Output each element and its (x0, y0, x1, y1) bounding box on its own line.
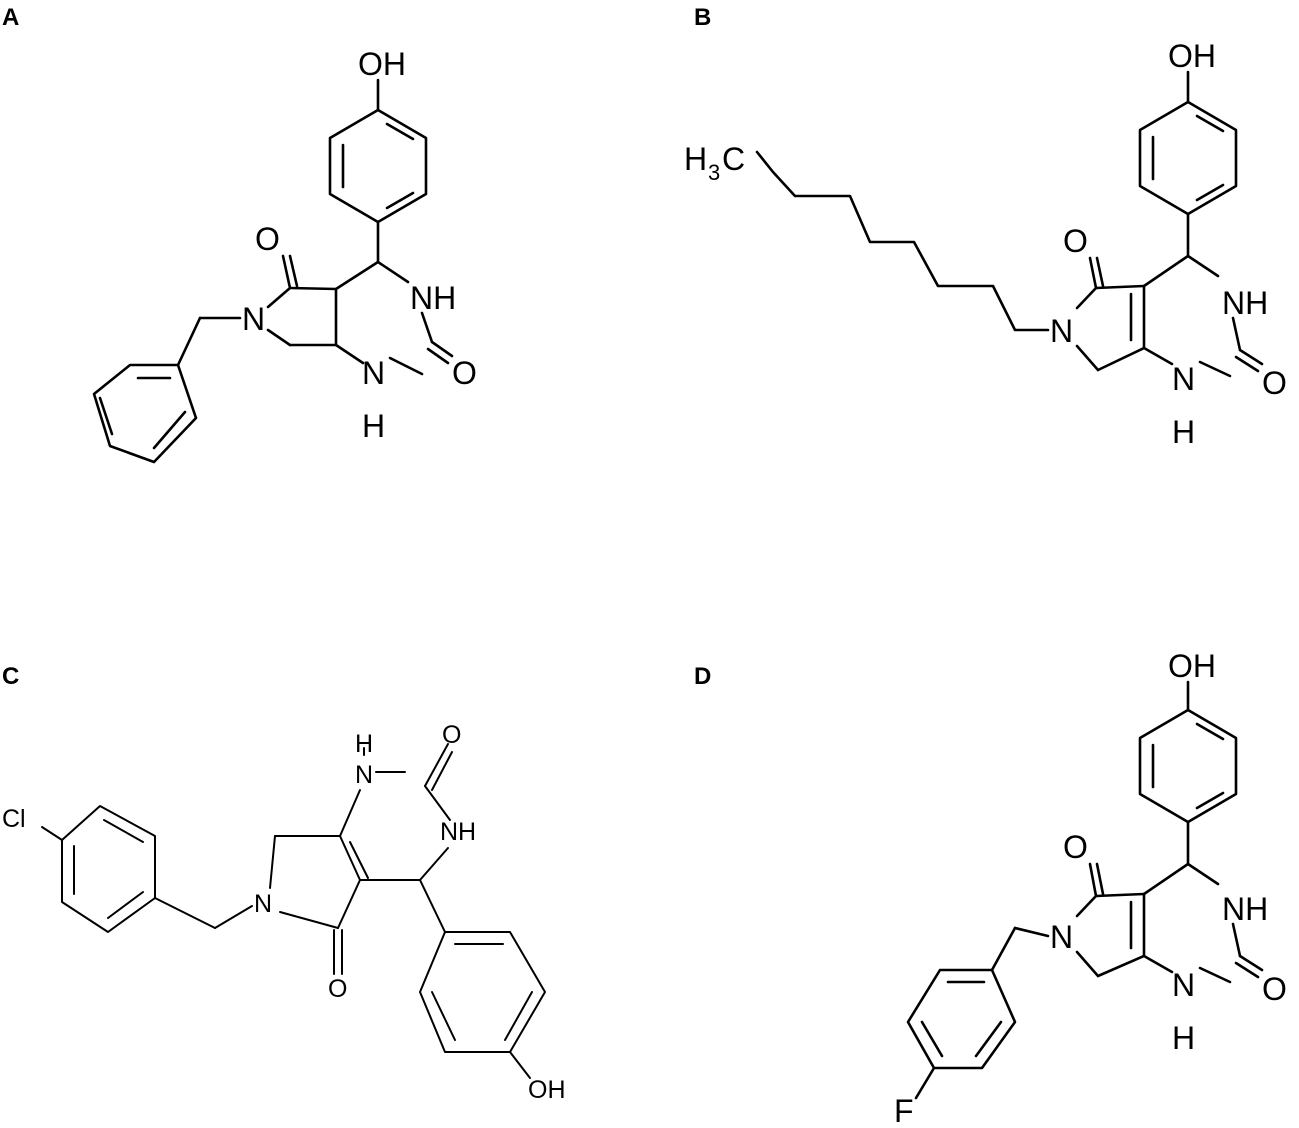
panel-c-bonds (41, 743, 546, 1079)
panel-a-lower-nitrogen: N (362, 355, 385, 391)
panel-b-alkyl-chain (755, 150, 1050, 332)
panel-b-ring-nitrogen: N (1050, 313, 1073, 349)
panel-c-nh: NH (440, 818, 476, 846)
panel-d-label: D (694, 663, 711, 690)
panel-d-fluoro: F (894, 1093, 914, 1128)
panel-b-urea-oxygen: O (1262, 365, 1287, 401)
panel-a-ring-nitrogen: N (242, 301, 265, 337)
panel-b-hydroxyl: OH (1168, 38, 1216, 74)
panel-a-ketone-oxygen: O (255, 221, 280, 257)
panel-a: A (2, 4, 477, 464)
panel-c-label: C (2, 663, 19, 690)
panel-d-hydroxyl: OH (1168, 648, 1216, 684)
panel-d-phenol-ring (1138, 708, 1238, 824)
panel-b-methyl-subscript: 3 (708, 160, 720, 185)
panel-a-hydroxyl: OH (358, 46, 406, 82)
panel-b-lower-nitrogen: N (1172, 361, 1195, 397)
panel-c-urea-oxygen: O (442, 721, 461, 749)
panel-a-lower-hydrogen: H (362, 408, 385, 444)
panel-d-ring-nitrogen: N (1050, 919, 1073, 955)
panel-b-methyl-c: C (722, 141, 745, 177)
panel-d-lower-nitrogen: N (1172, 967, 1195, 1003)
panel-b-bonds (755, 70, 1264, 378)
panel-b: B (684, 4, 1287, 450)
panel-b-label: B (694, 4, 711, 31)
panel-c-hydroxyl: OH (528, 1076, 566, 1104)
panel-c-chlorophenyl-ring (61, 805, 156, 933)
panel-a-label: A (2, 4, 19, 31)
panel-a-urea-oxygen: O (452, 355, 477, 391)
panel-d-nh: NH (1222, 891, 1268, 927)
panel-d-urea-oxygen: O (1262, 971, 1287, 1007)
panel-d-fluorophenyl-ring (906, 968, 1017, 1070)
panel-b-ketone-oxygen: O (1063, 223, 1088, 259)
panel-c-upper-nitrogen: N (355, 761, 373, 789)
panel-c-ring-nitrogen: N (254, 890, 272, 918)
panel-a-benzyl-ring (92, 363, 198, 464)
panel-a-phenol-ring (328, 108, 428, 224)
panel-d-ketone-oxygen: O (1063, 829, 1088, 865)
panel-a-bonds (92, 78, 454, 464)
panel-c-upper-hydrogen: H (355, 730, 373, 758)
panel-b-nh: NH (1222, 285, 1268, 321)
panel-a-nh: NH (410, 280, 456, 316)
panel-c: C (2, 663, 566, 1104)
panel-b-methyl-h: H (684, 141, 707, 177)
panel-c-ketone-oxygen: O (328, 975, 347, 1003)
panel-d-bonds (906, 680, 1264, 1100)
panel-c-chloro: Cl (2, 805, 26, 833)
panel-b-phenol-ring (1138, 100, 1238, 216)
panel-c-hydroxyphenyl-ring (419, 931, 546, 1053)
panel-d-lower-hydrogen: H (1172, 1020, 1195, 1056)
panel-d: D (694, 648, 1287, 1128)
panel-b-lower-hydrogen: H (1172, 414, 1195, 450)
